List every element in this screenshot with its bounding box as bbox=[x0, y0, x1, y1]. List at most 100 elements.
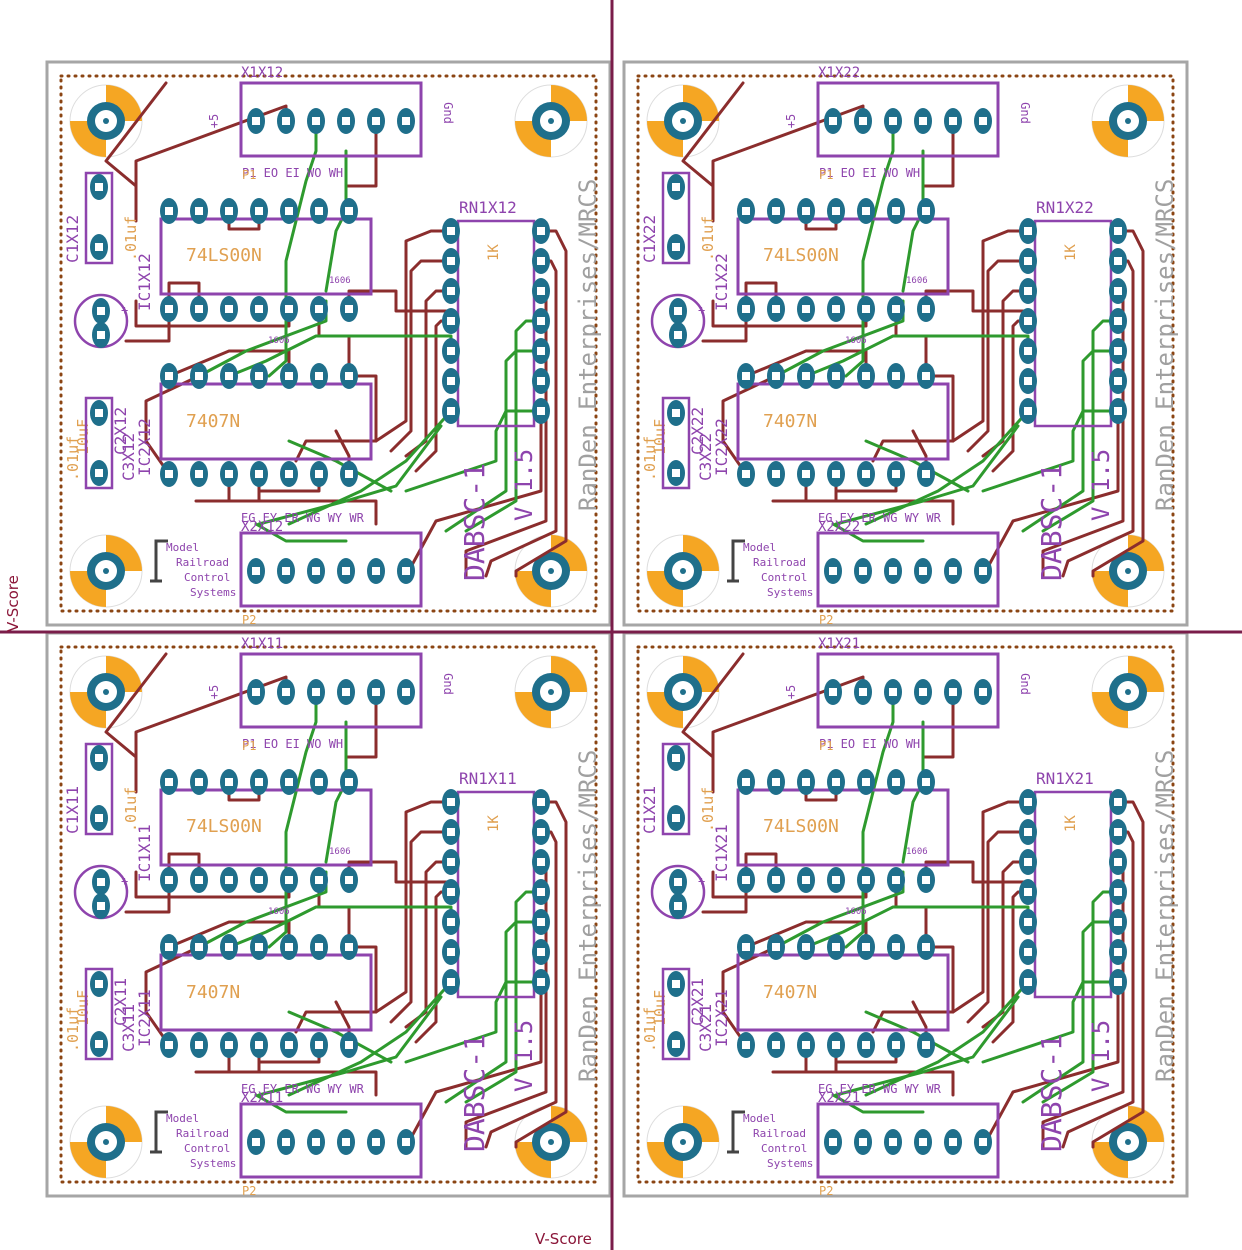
rn-pin-left-7 bbox=[442, 398, 460, 424]
rn-pin-right-3 bbox=[532, 849, 550, 875]
c3-label: C3X11 bbox=[119, 1004, 138, 1052]
c3-pin-1 bbox=[90, 400, 108, 426]
ic2-pin-bottom-1 bbox=[737, 1032, 755, 1058]
trace-bottom-21 bbox=[144, 374, 201, 476]
ic2 bbox=[159, 363, 373, 487]
ic2-pin-top-3 bbox=[220, 363, 238, 389]
c3-pin-2 bbox=[90, 1031, 108, 1057]
c2-pin-2 bbox=[92, 893, 110, 919]
ic2-pin-bottom-2 bbox=[190, 461, 208, 487]
rn-pin-right-3 bbox=[1109, 278, 1127, 304]
ic1-pin-bottom-3 bbox=[220, 867, 238, 893]
ic1-pin-top-6 bbox=[310, 769, 328, 795]
ic2-pin-bottom-5 bbox=[857, 461, 875, 487]
gnd-label: Gnd bbox=[441, 673, 455, 695]
connector-top-label: X1X21 bbox=[818, 636, 860, 652]
connector-bottom-pin-1 bbox=[247, 558, 265, 584]
rn-pin-right-1 bbox=[532, 218, 550, 244]
ic1-value: 74LS00N bbox=[186, 245, 262, 266]
ic2-pin-bottom-3 bbox=[797, 461, 815, 487]
rn-pin-left-1 bbox=[442, 218, 460, 244]
c2-pin-1 bbox=[92, 869, 110, 895]
ic2-label: IC2X12 bbox=[135, 418, 154, 476]
top-signal-labels: P1 EO EI WO WH bbox=[819, 737, 920, 751]
connector-top-label: X1X11 bbox=[241, 636, 283, 652]
ic1-pin-bottom-1 bbox=[160, 296, 178, 322]
trace-top-9 bbox=[464, 319, 543, 533]
ic2-pin-top-7 bbox=[917, 363, 935, 389]
ic1 bbox=[159, 198, 373, 322]
ic2-pin-bottom-1 bbox=[160, 461, 178, 487]
connector-top-label: X1X22 bbox=[818, 65, 860, 81]
ic1-pin-top-7 bbox=[917, 198, 935, 224]
ic2-pin-top-4 bbox=[250, 934, 268, 960]
gnd-label: Gnd bbox=[1018, 673, 1032, 695]
c3-value: .01uf bbox=[641, 1007, 659, 1052]
ic1-pin-top-6 bbox=[887, 198, 905, 224]
logo-control: Control bbox=[761, 571, 807, 584]
logo-model: Model bbox=[743, 1112, 776, 1125]
ic2-marker: 1606 bbox=[268, 907, 290, 917]
bottom-signal-labels: EG EY ER WG WY WR bbox=[241, 1082, 365, 1096]
ic2-pin-top-6 bbox=[887, 934, 905, 960]
rn-label: RN1X11 bbox=[459, 769, 517, 788]
mount-hole-tl bbox=[646, 84, 720, 158]
c3-label: C3X12 bbox=[119, 433, 138, 481]
connector-bottom bbox=[239, 531, 423, 608]
c2-pin-2 bbox=[92, 322, 110, 348]
trace-bottom-12 bbox=[966, 830, 1030, 1024]
capacitor-c1 bbox=[661, 742, 691, 836]
capacitor-c2 bbox=[73, 293, 129, 349]
trace-top-10 bbox=[831, 522, 925, 543]
ic1-pin-bottom-6 bbox=[310, 296, 328, 322]
ic1-pin-bottom-2 bbox=[190, 296, 208, 322]
top-signal-labels: P1 EO EI WO WH bbox=[819, 166, 920, 180]
connector-top-pin-2 bbox=[277, 679, 295, 705]
connector-top-pin-6 bbox=[974, 679, 992, 705]
logo-control: Control bbox=[184, 1142, 230, 1155]
logo-systems: Systems bbox=[767, 586, 813, 599]
ic2-pin-top-5 bbox=[280, 934, 298, 960]
top-signal-labels: P1 EO EI WO WH bbox=[242, 737, 343, 751]
connector-bottom-pin-4 bbox=[914, 1129, 932, 1155]
board-version: V 1.5 bbox=[510, 449, 538, 521]
p2-label: P2 bbox=[242, 1184, 256, 1198]
c1-pin-1 bbox=[667, 745, 685, 771]
resistor-network bbox=[442, 218, 550, 428]
restrict-outline bbox=[59, 74, 598, 613]
trace-top-8 bbox=[1021, 920, 1120, 1104]
rn-pin-right-7 bbox=[1109, 398, 1127, 424]
capacitor-c3 bbox=[84, 967, 114, 1061]
mount-hole-tr bbox=[514, 655, 588, 729]
c1-pin-2 bbox=[667, 805, 685, 831]
ic2-marker: 1606 bbox=[845, 907, 867, 917]
trace-top-9 bbox=[464, 890, 543, 1104]
rn-pin-right-5 bbox=[1109, 909, 1127, 935]
logo-model: Model bbox=[166, 541, 199, 554]
board-version: V 1.5 bbox=[1087, 1020, 1115, 1092]
c2-label: C2X12 bbox=[111, 407, 130, 455]
ic1-pin-top-4 bbox=[827, 769, 845, 795]
plus5-label: +5 bbox=[207, 685, 221, 699]
ic2-pin-top-7 bbox=[340, 363, 358, 389]
restrict-outline bbox=[636, 645, 1175, 1184]
vscore-label-left: V-Score bbox=[4, 575, 22, 632]
ic2-pin-top-3 bbox=[797, 934, 815, 960]
connector-bottom-pin-3 bbox=[307, 558, 325, 584]
ic2-pin-top-1 bbox=[160, 934, 178, 960]
rn-pin-right-7 bbox=[532, 969, 550, 995]
ic2-pin-top-5 bbox=[857, 363, 875, 389]
c2-value: 10uF bbox=[651, 419, 669, 455]
trace-bottom-6 bbox=[701, 281, 778, 343]
trace-top-10 bbox=[254, 522, 348, 543]
c3-value: .01uf bbox=[641, 436, 659, 481]
connector-bottom-label: X2X11 bbox=[241, 1090, 283, 1106]
rn-pin-right-6 bbox=[532, 368, 550, 394]
connector-bottom-pin-2 bbox=[277, 1129, 295, 1155]
connector-bottom-pin-3 bbox=[884, 558, 902, 584]
resistor-network bbox=[1019, 789, 1127, 999]
ic1-pin-bottom-6 bbox=[310, 867, 328, 893]
